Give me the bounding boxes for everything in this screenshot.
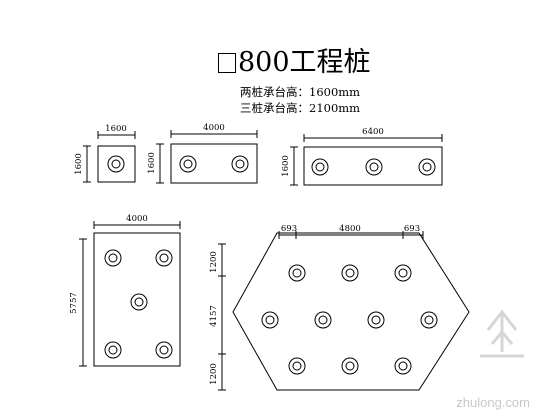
pile-icon (420, 311, 438, 329)
dim-label-cap3-width: 4000 (203, 123, 225, 133)
pile-icon (288, 357, 306, 375)
dim-label-cap6-top-right: 693 (404, 224, 420, 234)
dim-label-cap6-side-bottom: 1200 (209, 363, 219, 385)
pile-icon (155, 341, 173, 359)
dim-label-cap6-top-mid: 4800 (339, 224, 361, 234)
pile-icon (104, 341, 122, 359)
dim-label-cap6-side-top: 1200 (209, 251, 219, 273)
watermark-text: zhulong.com (456, 395, 530, 410)
dim-label-cap4-width: 6400 (362, 127, 384, 137)
square-icon (218, 53, 236, 73)
cap-three-piles (290, 134, 443, 186)
cap-two-piles (156, 130, 258, 184)
dim-label-cap6-side-mid: 4157 (209, 305, 219, 327)
pile-icon (365, 158, 383, 176)
pile-icon (231, 155, 249, 173)
page-title: 800工程桩 (218, 40, 371, 79)
cap-hexagon (218, 231, 470, 391)
note-two-pile-height: 两桩承台高：1600mm (240, 85, 361, 99)
cap-single-pile (83, 131, 136, 183)
pile-icon (130, 293, 148, 311)
cap-five-piles (79, 221, 181, 367)
pile-icon (418, 158, 436, 176)
pile-icon (288, 264, 306, 282)
pile-icon (341, 357, 359, 375)
pile-icon (179, 155, 197, 173)
pile-icon (261, 311, 279, 329)
dim-label-cap2-width: 1600 (105, 124, 127, 134)
pile-icon (104, 249, 122, 267)
page-title-text: 800工程桩 (238, 47, 371, 78)
pile-icon (394, 264, 412, 282)
dim-label-cap4-height: 1600 (281, 155, 291, 177)
dim-label-cap5-width: 4000 (126, 214, 148, 224)
pile-icon (341, 264, 359, 282)
pile-icon (155, 249, 173, 267)
watermark-logo (480, 309, 524, 358)
pile-icon (367, 311, 385, 329)
note-three-pile-height: 三桩承台高：2100mm (240, 101, 361, 115)
pile-icon (314, 311, 332, 329)
dim-label-cap5-height: 5757 (69, 292, 79, 314)
pile-icon (311, 158, 329, 176)
dim-label-cap3-height: 1600 (147, 152, 157, 174)
pile-icon (394, 357, 412, 375)
dim-label-cap2-height: 1600 (74, 153, 84, 175)
dim-label-cap6-top-left: 693 (281, 224, 297, 234)
pile-icon (107, 155, 125, 173)
